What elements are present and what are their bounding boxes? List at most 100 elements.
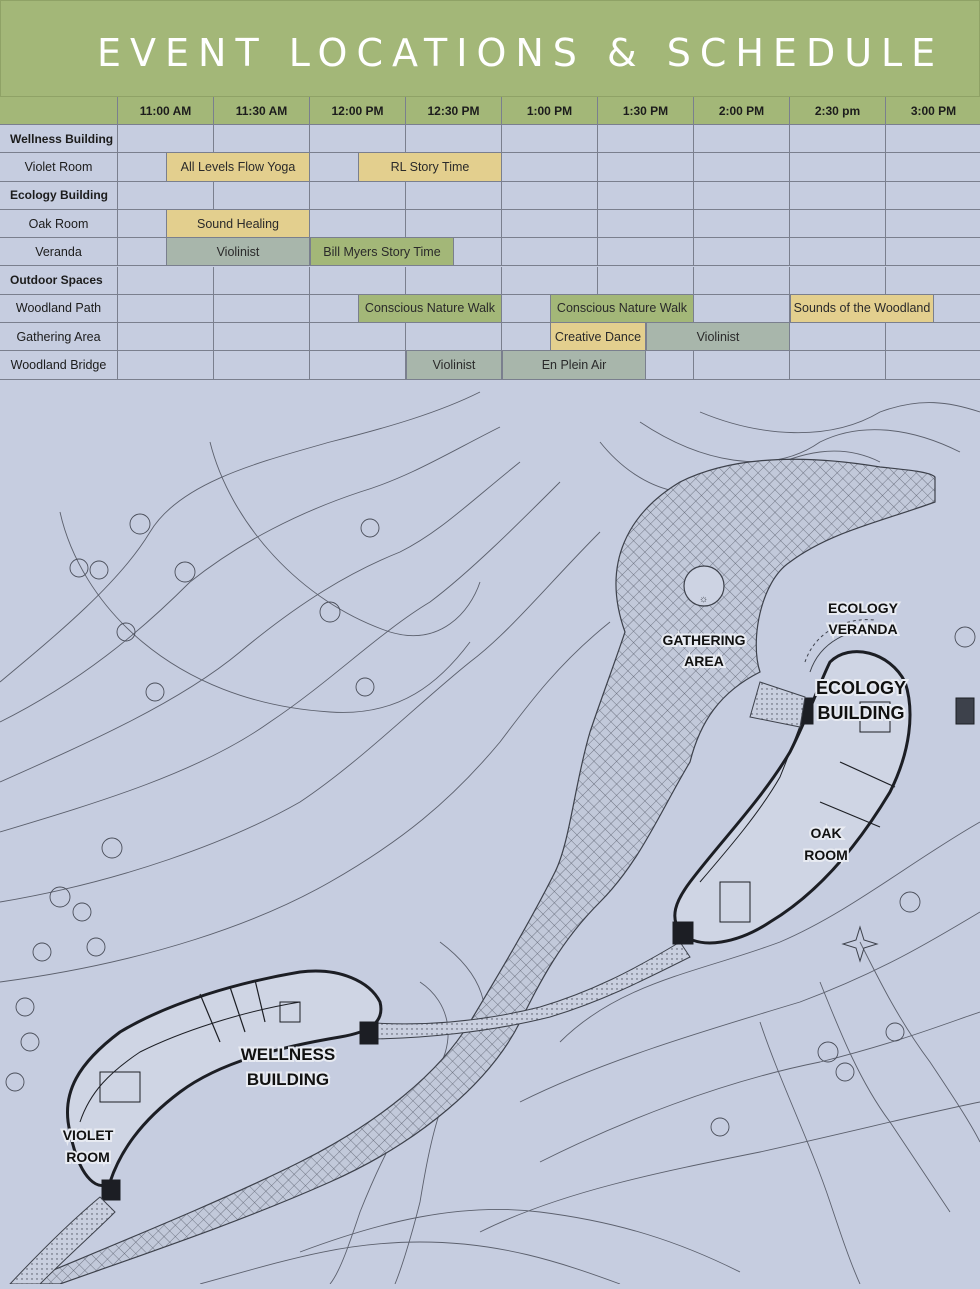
time-header: 11:00 AM bbox=[118, 97, 214, 125]
schedule-slot bbox=[886, 323, 980, 352]
time-header: 1:30 PM bbox=[598, 97, 694, 125]
event-block: Conscious Nature Walk bbox=[550, 294, 694, 324]
violet-room-label-2: ROOM bbox=[66, 1149, 110, 1165]
schedule-slot bbox=[886, 238, 980, 267]
event-block: Violinist bbox=[646, 323, 790, 352]
schedule-slot bbox=[502, 209, 598, 239]
schedule-slot bbox=[502, 153, 598, 182]
schedule-slot bbox=[118, 181, 214, 210]
room-label: Woodland Path bbox=[0, 294, 118, 324]
ecology-building-shape bbox=[672, 650, 975, 945]
schedule-slot bbox=[118, 294, 214, 324]
wellness-building-shape bbox=[65, 969, 383, 1201]
schedule-slot bbox=[214, 323, 310, 352]
event-block: Violinist bbox=[406, 351, 502, 380]
svg-text:☼: ☼ bbox=[699, 594, 708, 605]
schedule-slot bbox=[502, 238, 598, 267]
ecology-entry-pad bbox=[749, 681, 806, 728]
schedule-slot bbox=[790, 153, 886, 182]
schedule-slot bbox=[406, 209, 502, 239]
gathering-area-label-2: AREA bbox=[684, 653, 724, 669]
schedule-slot bbox=[886, 351, 980, 380]
schedule-slot bbox=[694, 153, 790, 182]
schedule-slot bbox=[598, 266, 694, 295]
schedule-slot bbox=[598, 351, 694, 380]
event-block: All Levels Flow Yoga bbox=[166, 153, 310, 182]
schedule-slot bbox=[118, 266, 214, 295]
gathering-area-label-1: GATHERING bbox=[663, 632, 746, 648]
schedule-slot bbox=[214, 125, 310, 154]
schedule-slot bbox=[310, 266, 406, 295]
schedule-slot bbox=[694, 351, 790, 380]
site-map: ☼ bbox=[0, 382, 980, 1285]
event-block: Bill Myers Story Time bbox=[310, 238, 454, 267]
event-block: Sounds of the Woodland bbox=[790, 294, 934, 324]
header-corner bbox=[0, 97, 118, 125]
room-label: Veranda bbox=[0, 238, 118, 267]
room-label: Oak Room bbox=[0, 209, 118, 239]
trees bbox=[5, 513, 976, 1137]
schedule-slot bbox=[214, 181, 310, 210]
schedule-slot bbox=[790, 238, 886, 267]
time-header: 12:00 PM bbox=[310, 97, 406, 125]
schedule-slot bbox=[310, 125, 406, 154]
schedule-slot bbox=[694, 238, 790, 267]
north-star-icon bbox=[841, 925, 879, 963]
schedule-slot bbox=[118, 125, 214, 154]
schedule-slot bbox=[790, 323, 886, 352]
time-header: 11:30 AM bbox=[214, 97, 310, 125]
schedule-slot bbox=[886, 267, 980, 295]
event-block: Violinist bbox=[166, 238, 310, 267]
schedule-slot bbox=[790, 351, 886, 380]
section-label: Outdoor Spaces bbox=[0, 266, 118, 295]
schedule-slot bbox=[310, 351, 406, 380]
map-labels: GATHERING AREA ECOLOGY VERANDA ECOLOGY B… bbox=[61, 598, 908, 1167]
page-title: EVENT LOCATIONS & SCHEDULE bbox=[97, 31, 945, 75]
schedule-slot bbox=[502, 181, 598, 210]
schedule-slot bbox=[886, 182, 980, 210]
schedule-slot bbox=[886, 210, 980, 239]
schedule-slot bbox=[310, 181, 406, 210]
event-block: Sound Healing bbox=[166, 209, 310, 239]
time-header: 2:00 PM bbox=[694, 97, 790, 125]
schedule-slot bbox=[790, 209, 886, 239]
site-plan-drawing: ☼ bbox=[0, 391, 980, 1285]
schedule-slot bbox=[790, 181, 886, 210]
ecology-building-label-2: BUILDING bbox=[818, 703, 905, 723]
oak-room-label-1: OAK bbox=[810, 825, 841, 841]
ecology-building-label-1: ECOLOGY bbox=[816, 678, 906, 698]
time-header: 3:00 PM bbox=[886, 97, 980, 125]
schedule-slot bbox=[406, 266, 502, 295]
schedule-slot bbox=[886, 125, 980, 154]
walkway bbox=[359, 941, 691, 1040]
schedule-slot bbox=[118, 323, 214, 352]
schedule-slot bbox=[694, 266, 790, 295]
gathering-circle bbox=[683, 565, 725, 607]
schedule-slot bbox=[790, 125, 886, 154]
schedule-slot bbox=[310, 323, 406, 352]
violet-room-label-1: VIOLET bbox=[63, 1127, 114, 1143]
section-label: Ecology Building bbox=[0, 181, 118, 210]
schedule-slot bbox=[598, 181, 694, 210]
event-block: Creative Dance bbox=[550, 323, 646, 352]
schedule-slot bbox=[406, 125, 502, 154]
schedule-slot bbox=[598, 209, 694, 239]
schedule-slot bbox=[694, 294, 790, 324]
schedule-slot bbox=[118, 351, 214, 380]
schedule-slot bbox=[214, 266, 310, 295]
schedule-slot bbox=[406, 238, 502, 267]
schedule-slot bbox=[310, 209, 406, 239]
time-header: 12:30 PM bbox=[406, 97, 502, 125]
schedule-slot bbox=[598, 125, 694, 154]
time-header: 2:30 pm bbox=[790, 97, 886, 125]
wellness-building-label-2: BUILDING bbox=[247, 1070, 329, 1089]
ecology-veranda-label-1: ECOLOGY bbox=[828, 600, 899, 616]
section-label: Wellness Building bbox=[0, 125, 118, 154]
event-block: Conscious Nature Walk bbox=[358, 294, 502, 324]
schedule-slot bbox=[694, 125, 790, 154]
schedule-slot bbox=[214, 351, 310, 380]
schedule-slot bbox=[406, 323, 502, 352]
event-block: RL Story Time bbox=[358, 153, 502, 182]
room-label: Woodland Bridge bbox=[0, 351, 118, 380]
